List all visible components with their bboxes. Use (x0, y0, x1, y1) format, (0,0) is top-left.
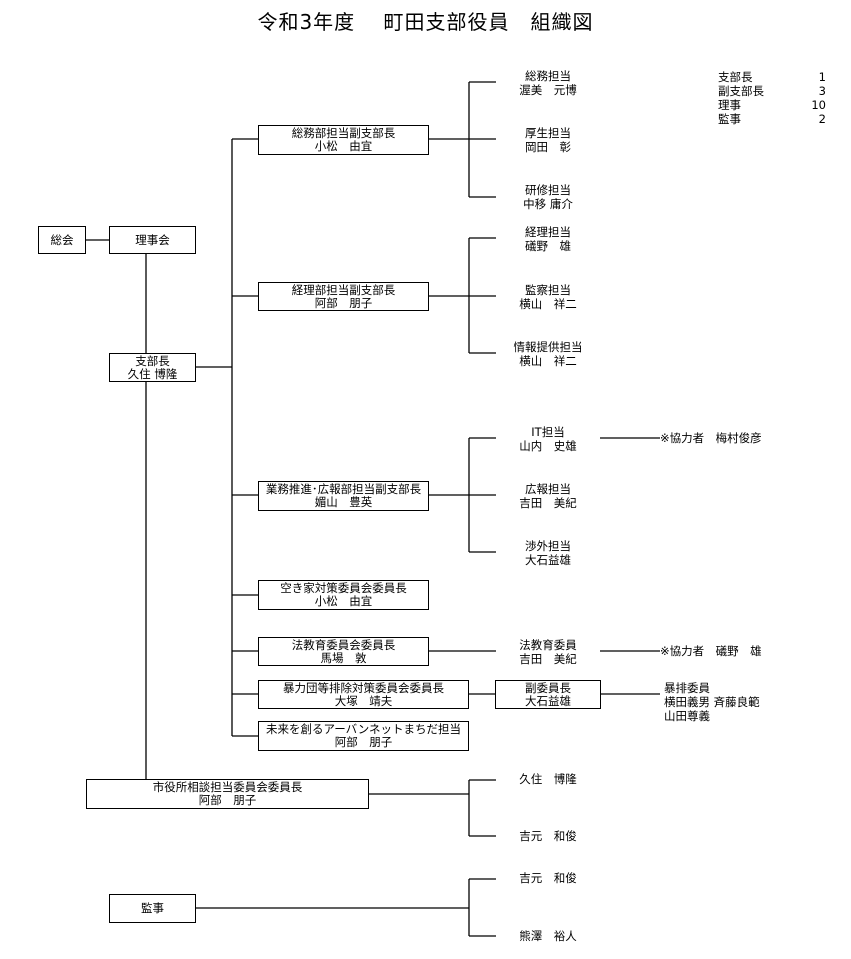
legend-row: 副支部長 3 (718, 84, 826, 98)
keiri-fuku-box: 経理部担当副支部長 阿部 朋子 (258, 282, 429, 311)
page-title: 令和3年度 町田支部役員 組織図 (257, 10, 594, 34)
person-label: 久住 博隆 (496, 772, 600, 786)
role-title: 監察担当 (525, 283, 571, 297)
box-line: 久住 博隆 (127, 366, 178, 381)
box-line: 総務部担当副支部長 (291, 126, 396, 140)
legend-label: 副支部長 (718, 84, 764, 98)
role-count-legend: 支部長 1 副支部長 3 理事 10 監事 2 (718, 70, 826, 126)
legend-label: 監事 (718, 112, 741, 126)
box-line: 理事会 (135, 232, 170, 247)
box-line: 法教育委員会委員長 (291, 637, 396, 652)
person-name: 岡田 彰 (525, 140, 571, 154)
legend-row: 監事 2 (718, 112, 826, 126)
role-title: 厚生担当 (525, 126, 571, 140)
role-label: IT担当 山内 史雄 (496, 425, 600, 453)
role-title: 経理担当 (525, 225, 571, 239)
box-line: 支部長 (135, 353, 170, 368)
person-label: 吉元 和俊 (496, 829, 600, 843)
legend-label: 理事 (718, 98, 741, 112)
role-title: 渉外担当 (525, 539, 571, 553)
box-line: 暴力団等排除対策委員会委員長 (283, 680, 444, 695)
box-line: 阿部 朋子 (198, 793, 257, 807)
role-label: 法教育委員 吉田 美紀 (496, 638, 600, 666)
role-title: 情報提供担当 (513, 340, 583, 354)
box-line: 副委員長 (525, 680, 571, 695)
gyomu-fuku-box: 業務推進･広報部担当副支部長 媚山 豊英 (258, 481, 429, 511)
box-line: 未来を創るアーバンネットまちだ担当 (265, 722, 462, 736)
role-label: 情報提供担当 横山 祥二 (496, 340, 600, 368)
legend-label: 支部長 (718, 70, 753, 84)
person-name: 吉田 美紀 (519, 496, 577, 510)
person-name: 吉元 和俊 (519, 829, 577, 843)
person-name: 礒野 雄 (525, 239, 571, 253)
person-name: 横山 祥二 (519, 297, 577, 311)
box-line: 媚山 豊英 (314, 495, 373, 509)
houkyouiku-box: 法教育委員会委員長 馬場 敦 (258, 637, 429, 666)
person-name: 渥美 元博 (519, 83, 577, 97)
role-title: 広報担当 (525, 482, 571, 496)
box-line: 阿部 朋子 (314, 295, 373, 310)
box-line: 市役所相談担当委員会委員長 (152, 780, 303, 794)
anti-gang-committee-members: 暴排委員 横田義男 斉藤良範 山田尊義 (664, 681, 760, 723)
role-label: 渉外担当 大石益雄 (496, 539, 600, 567)
shiyakusho-box: 市役所相談担当委員会委員長 阿部 朋子 (86, 779, 369, 809)
boryoku-fuku-box: 副委員長 大石益雄 (495, 680, 601, 709)
role-label: 監察担当 横山 祥二 (496, 283, 600, 311)
role-label: 広報担当 吉田 美紀 (496, 482, 600, 510)
legend-count: 3 (818, 84, 826, 98)
role-title: 研修担当 (525, 183, 571, 197)
soukai-box: 総会 (38, 226, 86, 254)
note-line: 山田尊義 (664, 709, 710, 723)
role-label: 厚生担当 岡田 彰 (496, 126, 600, 154)
person-name: 横山 祥二 (519, 354, 577, 368)
boryoku-box: 暴力団等排除対策委員会委員長 大塚 靖夫 (258, 680, 469, 709)
box-line: 大石益雄 (525, 693, 571, 708)
soumu-fuku-box: 総務部担当副支部長 小松 由宜 (258, 125, 429, 155)
box-line: 監事 (141, 901, 164, 915)
person-name: 吉田 美紀 (519, 652, 577, 666)
legend-row: 支部長 1 (718, 70, 826, 84)
kanji-box: 監事 (109, 894, 196, 923)
note-line: 暴排委員 (664, 681, 710, 695)
rijikai-box: 理事会 (109, 226, 196, 254)
role-title: 総務担当 (525, 69, 571, 83)
role-title: IT担当 (531, 425, 565, 439)
role-title: 法教育委員 (519, 638, 577, 652)
box-line: 小松 由宜 (314, 139, 373, 153)
legend-row: 理事 10 (718, 98, 826, 112)
law-education-cooperator-note: ※協力者 礒野 雄 (660, 644, 762, 658)
box-line: 大塚 靖夫 (334, 693, 393, 708)
box-line: 阿部 朋子 (334, 735, 393, 749)
legend-count: 10 (811, 98, 826, 112)
akiya-box: 空き家対策委員会委員長 小松 由宜 (258, 580, 429, 610)
person-name: 大石益雄 (525, 553, 571, 567)
role-label: 研修担当 中移 庸介 (496, 183, 600, 211)
it-cooperator-note: ※協力者 梅村俊彦 (660, 431, 762, 445)
box-line: 馬場 敦 (320, 650, 367, 665)
person-label: 吉元 和俊 (496, 871, 600, 885)
box-line: 業務推進･広報部担当副支部長 (265, 482, 422, 496)
person-label: 熊澤 裕人 (496, 929, 600, 943)
shibucho-box: 支部長 久住 博隆 (109, 353, 196, 382)
person-name: 山内 史雄 (519, 439, 577, 453)
note-line: 横田義男 斉藤良範 (664, 695, 760, 709)
legend-count: 1 (818, 70, 826, 84)
person-name: 久住 博隆 (519, 772, 577, 786)
role-label: 経理担当 礒野 雄 (496, 225, 600, 253)
legend-count: 2 (818, 112, 826, 126)
box-line: 経理部担当副支部長 (291, 282, 396, 297)
mirai-box: 未来を創るアーバンネットまちだ担当 阿部 朋子 (258, 721, 469, 751)
person-name: 吉元 和俊 (519, 871, 577, 885)
box-line: 空き家対策委員会委員長 (280, 581, 407, 595)
person-name: 中移 庸介 (523, 197, 573, 211)
box-line: 総会 (50, 232, 74, 247)
role-label: 総務担当 渥美 元博 (496, 69, 600, 97)
box-line: 小松 由宜 (314, 594, 373, 608)
person-name: 熊澤 裕人 (519, 929, 577, 943)
